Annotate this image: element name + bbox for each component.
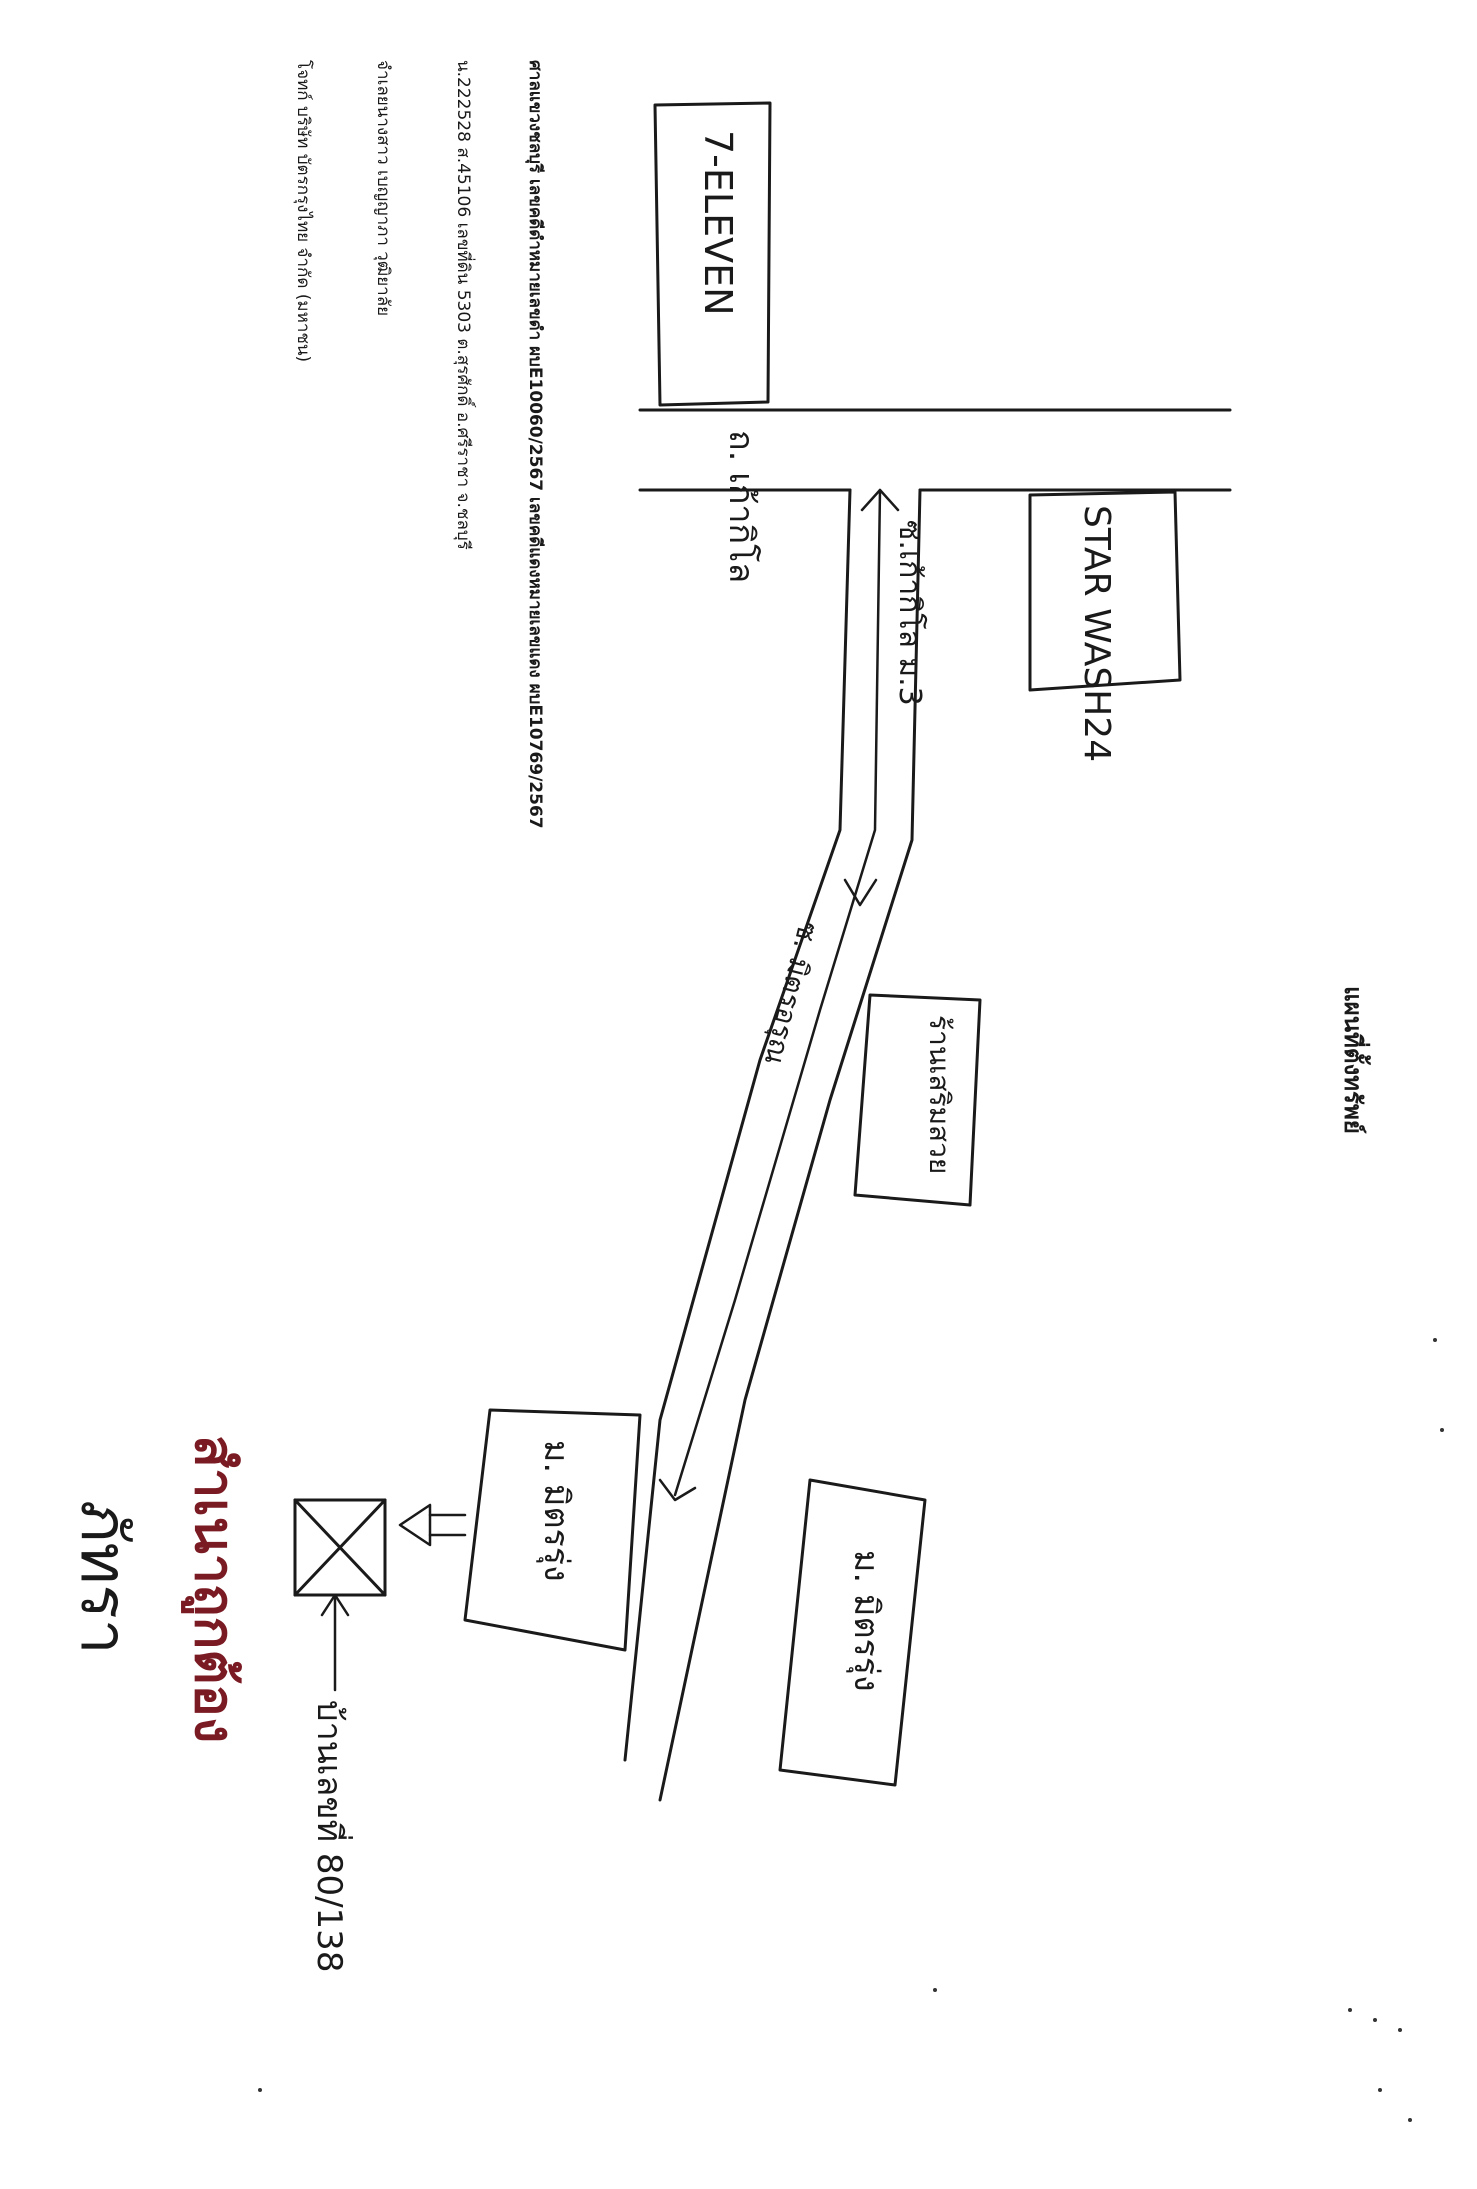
landmark-7eleven-label: 7-ELEVEN bbox=[696, 130, 740, 316]
case-info-line-3: จำเลยนางสาว เบญญาภา วุฒิยาลัย bbox=[373, 60, 393, 316]
landmark-shop-label: ร้านเสริมสวย bbox=[923, 1015, 956, 1174]
village-a-label: ม. มิตรรุ่ง bbox=[536, 1440, 576, 1582]
map-title: แผนที่ตั้งทรัพย์ bbox=[1339, 986, 1372, 1134]
house-connector bbox=[398, 1503, 467, 1547]
landmark-star-wash-label: STAR WASH24 bbox=[1076, 505, 1117, 762]
village-b-label: ม. มิตรรุ่ง bbox=[846, 1550, 886, 1692]
main-road-label: ถ. เก้ากิโล bbox=[721, 430, 761, 583]
case-info-line-2: น.222528 ส.45106 เลขที่ดิน 5303 ต.สุรศัก… bbox=[453, 60, 476, 550]
scan-specks bbox=[258, 1338, 1444, 2122]
landmark-star-wash: STAR WASH24 bbox=[1028, 490, 1182, 762]
house-number-label: บ้านเลขที่ 80/138 bbox=[309, 1700, 353, 1972]
target-house bbox=[293, 1498, 387, 1597]
main-road: ถ. เก้ากิโล bbox=[638, 408, 1232, 583]
signature: ภัทรา bbox=[66, 1500, 140, 1655]
village-b: ม. มิตรรุ่ง bbox=[778, 1478, 927, 1787]
soi-label: ซ.เก้ากิโล ม.3 bbox=[892, 520, 928, 706]
village-a: ม. มิตรรุ่ง bbox=[463, 1408, 642, 1652]
certified-copy-stamp: สำเนาถูกต้อง bbox=[181, 1435, 246, 1743]
soi-lane: ซ.เก้ากิโล ม.3 ซ. มิตรอรุณ bbox=[623, 488, 928, 1802]
landmark-shop: ร้านเสริมสวย bbox=[853, 993, 982, 1207]
case-info-line-1: ศาลแขวงชลบุรี เลขคดีดำหมายเลขดำ ผบE10060… bbox=[525, 60, 546, 829]
case-info-line-4: โจทก์ บริษัท บัตรกรุงไทย จำกัด (มหาชน) bbox=[293, 60, 314, 362]
case-info-block: ศาลแขวงชลบุรี เลขคดีดำหมายเลขดำ ผบE10060… bbox=[293, 60, 546, 829]
house-number: บ้านเลขที่ 80/138 bbox=[309, 1593, 353, 1972]
landmark-7eleven: 7-ELEVEN bbox=[653, 101, 772, 407]
secondary-road-label: ซ. มิตรอรุณ bbox=[757, 918, 825, 1068]
